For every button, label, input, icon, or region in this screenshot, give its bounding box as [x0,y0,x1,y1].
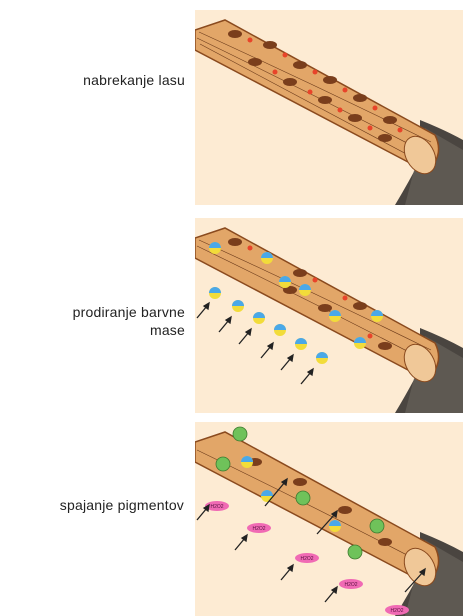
hair-penetration-illustration [195,218,463,413]
step-label-penetration-line1: prodiranje barvne [73,304,185,320]
step-label-penetration: prodiranje barvne mase [10,304,185,339]
step-label-swelling-text: nabrekanje lasu [83,72,185,88]
hair-pigment-binding-illustration: H2O2 H2O2 H2O2 H2O2 H2O2 [195,422,463,616]
h2o2-label-1: H2O2 [210,504,223,510]
step-label-penetration-line2: mase [150,322,185,338]
panel-penetration [195,218,463,413]
step-label-swelling: nabrekanje lasu [20,72,185,90]
h2o2-label-2: H2O2 [252,526,265,532]
step-label-pigment-binding-text: spajanje pigmentov [60,497,184,513]
h2o2-label-5: H2O2 [390,608,403,614]
h2o2-label-3: H2O2 [300,556,313,562]
step-label-pigment-binding: spajanje pigmentov [6,497,184,515]
panel-swelling [195,10,463,205]
h2o2-label-4: H2O2 [344,582,357,588]
hair-swelling-illustration [195,10,463,205]
panel-pigment-binding: H2O2 H2O2 H2O2 H2O2 H2O2 [195,422,463,616]
